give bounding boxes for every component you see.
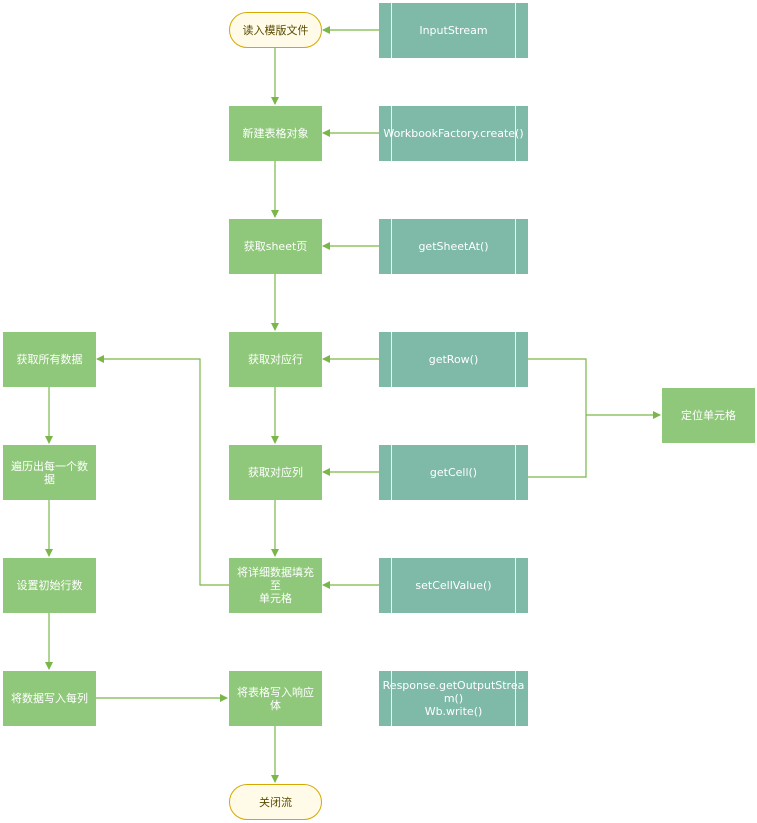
process-get-row: 获取对应行 — [229, 332, 322, 387]
process-write-response: 将表格写入响应体 — [229, 671, 322, 726]
process-get-col: 获取对应列 — [229, 445, 322, 500]
api-inputstream: InputStream — [379, 3, 528, 58]
connector-getcell-locate — [510, 415, 587, 478]
process-locate-cell: 定位单元格 — [662, 388, 755, 443]
process-fill-cell: 将详细数据填充至 单元格 — [229, 558, 322, 613]
arrow-fill-to-getall — [96, 355, 229, 586]
process-new-workbook: 新建表格对象 — [229, 106, 322, 161]
start-terminal-read-template: 读入模版文件 — [229, 12, 322, 48]
api-workbookfactory-create: WorkbookFactory.create() — [379, 106, 528, 161]
process-write-each-col: 将数据写入每列 — [3, 671, 96, 726]
api-getrow: getRow() — [379, 332, 528, 387]
api-response-output-write: Response.getOutputStrea m() Wb.write() — [379, 671, 528, 726]
connector-getrow-locate — [510, 358, 587, 415]
end-terminal-close-stream: 关闭流 — [229, 784, 322, 820]
api-setcellvalue: setCellValue() — [379, 558, 528, 613]
process-get-all-data: 获取所有数据 — [3, 332, 96, 387]
api-getsheetat: getSheetAt() — [379, 219, 528, 274]
process-set-start-row: 设置初始行数 — [3, 558, 96, 613]
process-iterate-data: 遍历出每一个数据 — [3, 445, 96, 500]
process-get-sheet: 获取sheet页 — [229, 219, 322, 274]
api-getcell: getCell() — [379, 445, 528, 500]
